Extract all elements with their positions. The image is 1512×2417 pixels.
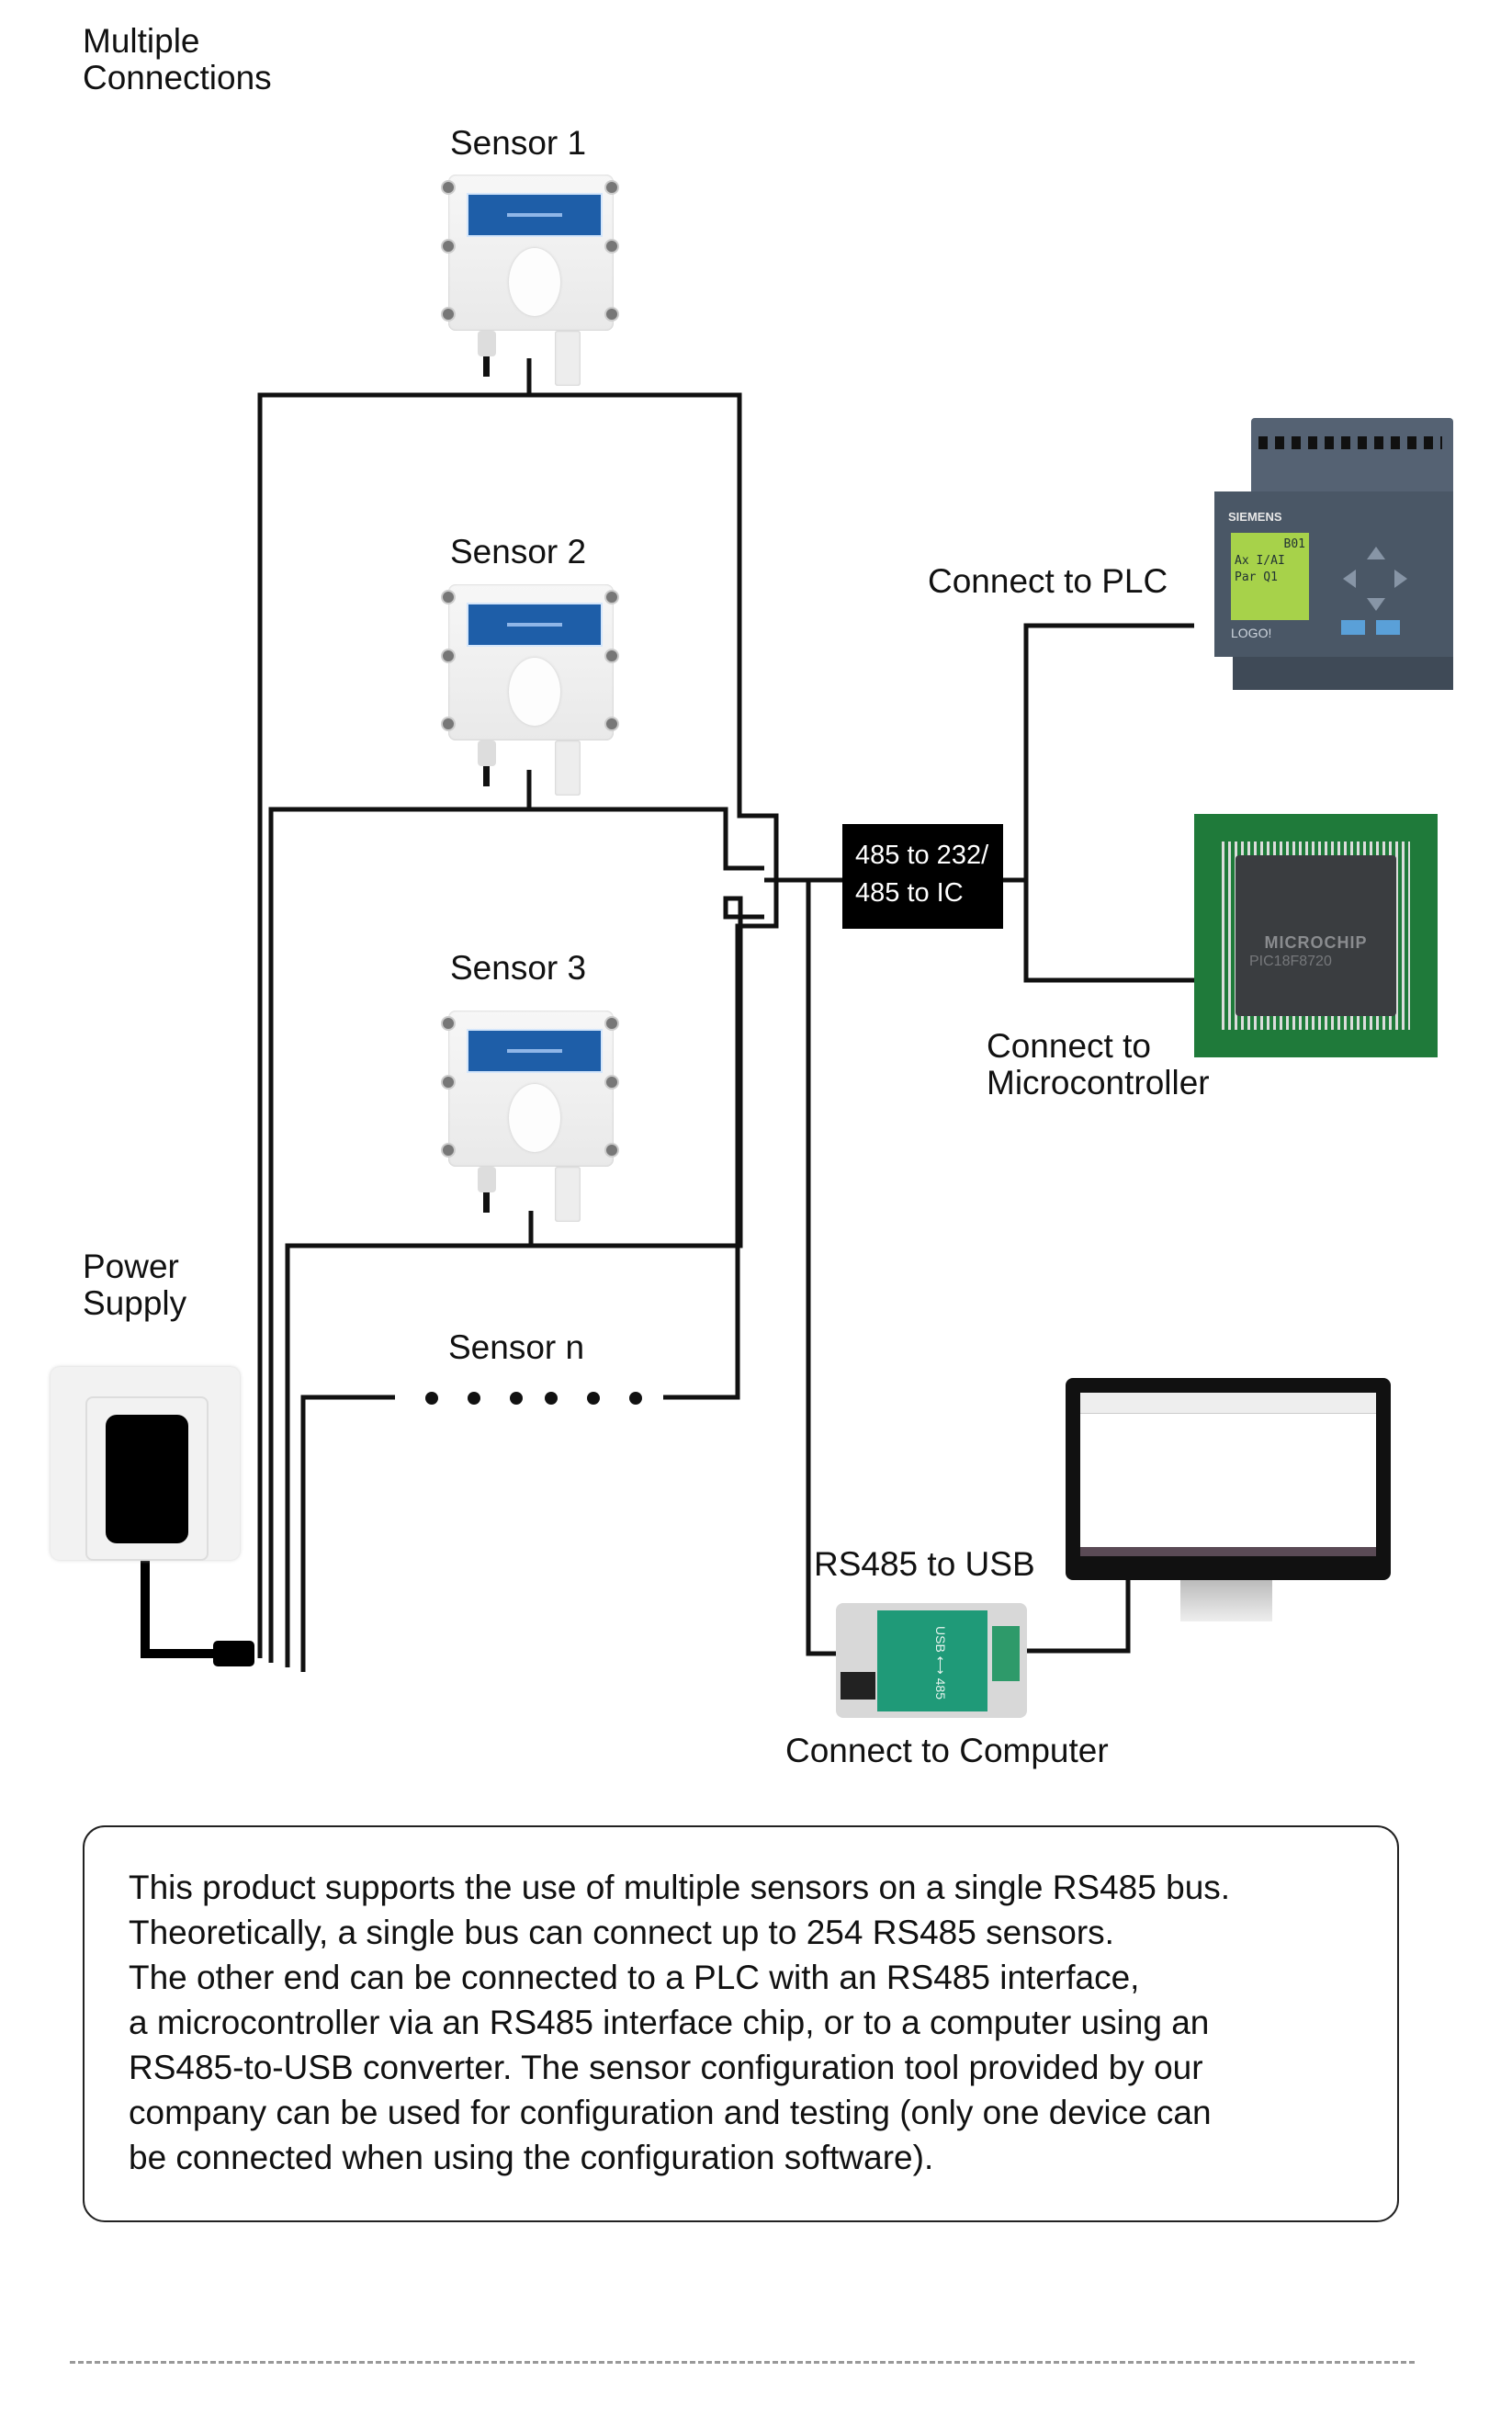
microcontroller-label-line2: Microcontroller bbox=[987, 1064, 1210, 1101]
usb-converter-device-text: USB ⟷ 485 bbox=[933, 1626, 948, 1700]
connect-to-computer-label: Connect to Computer bbox=[785, 1732, 1109, 1769]
computer-monitor-icon bbox=[1066, 1378, 1391, 1635]
usb-trunk-wire bbox=[806, 880, 859, 1656]
microcontroller-label-line1: Connect to bbox=[987, 1027, 1151, 1065]
ellipsis-dot bbox=[468, 1392, 480, 1405]
sensor-1-label: Sensor 1 bbox=[450, 124, 587, 162]
description-line: The other end can be connected to a PLC … bbox=[129, 1959, 1140, 1996]
sensorn-bus-wire-left bbox=[300, 1395, 395, 1672]
diagram-title-line1: Multiple bbox=[83, 22, 200, 60]
sensor-2-label: Sensor 2 bbox=[450, 533, 587, 570]
usb-converter-label: RS485 to USB bbox=[814, 1545, 1035, 1583]
ellipsis-dot bbox=[629, 1392, 642, 1405]
power-supply-label-line1: Power bbox=[83, 1248, 179, 1285]
plc-dpad-icon bbox=[1343, 547, 1407, 611]
power-outlet-icon bbox=[51, 1341, 240, 1561]
ellipsis-dot bbox=[545, 1392, 558, 1405]
description-line: Theoretically, a single bus can connect … bbox=[129, 1914, 1114, 1951]
usb-converter-device-icon: USB ⟷ 485 bbox=[836, 1603, 1027, 1722]
plc-screen-line: Par Q1 bbox=[1235, 570, 1278, 584]
sensorn-bus-wire-right bbox=[663, 880, 779, 1400]
converter-box-line2: 485 to IC bbox=[855, 878, 964, 908]
sensor-n-label: Sensor n bbox=[448, 1328, 585, 1366]
description-line: be connected when using the configuratio… bbox=[129, 2139, 934, 2176]
power-supply-label-line2: Supply bbox=[83, 1284, 187, 1322]
dashed-divider bbox=[70, 2361, 1415, 2364]
plc-model: LOGO! bbox=[1231, 626, 1272, 640]
rs485-converter-box: 485 to 232/ 485 to IC bbox=[842, 824, 1003, 929]
sensor1-bus-wire bbox=[257, 392, 779, 1658]
chip-model: PIC18F8720 bbox=[1249, 954, 1332, 969]
plc-screen-line: Ax I/AI bbox=[1235, 554, 1285, 568]
description-line: a microcontroller via an RS485 interface… bbox=[129, 2004, 1210, 2041]
sensor-n-dots bbox=[425, 1392, 642, 1405]
description-line: RS485-to-USB converter. The sensor confi… bbox=[129, 2049, 1203, 2086]
description-box bbox=[83, 1825, 1399, 2222]
plc-brand: SIEMENS bbox=[1228, 510, 1282, 524]
plc-device-icon: SIEMENS B01 Ax I/AI Par Q1 LOGO! bbox=[1214, 418, 1461, 694]
sensor-3-label: Sensor 3 bbox=[450, 949, 587, 987]
microcontroller-chip-icon: MICROCHIP PIC18F8720 bbox=[1194, 814, 1438, 1057]
sensor-1-device-icon bbox=[435, 175, 625, 386]
chip-brand: MICROCHIP bbox=[1264, 933, 1368, 952]
sensor2-bus-wire bbox=[268, 807, 764, 1663]
plc-label: Connect to PLC bbox=[928, 562, 1168, 600]
sensor-2-device-icon bbox=[435, 584, 625, 796]
ellipsis-dot bbox=[510, 1392, 523, 1405]
converter-box-line1: 485 to 232/ bbox=[855, 841, 989, 870]
description-line: This product supports the use of multipl… bbox=[129, 1869, 1231, 1906]
ellipsis-dot bbox=[587, 1392, 600, 1405]
diagram-title-line2: Connections bbox=[83, 59, 272, 96]
power-connector bbox=[213, 1641, 254, 1666]
power-cable bbox=[141, 1525, 225, 1658]
plc-wire bbox=[1023, 623, 1194, 983]
plc-screen-line: B01 bbox=[1283, 537, 1305, 551]
description-line: company can be used for configuration an… bbox=[129, 2094, 1212, 2131]
monitor-wire bbox=[1024, 1580, 1131, 1654]
ellipsis-dot bbox=[425, 1392, 438, 1405]
sensor3-bus-wire bbox=[285, 896, 764, 1667]
sensor-3-device-icon bbox=[435, 1011, 625, 1222]
